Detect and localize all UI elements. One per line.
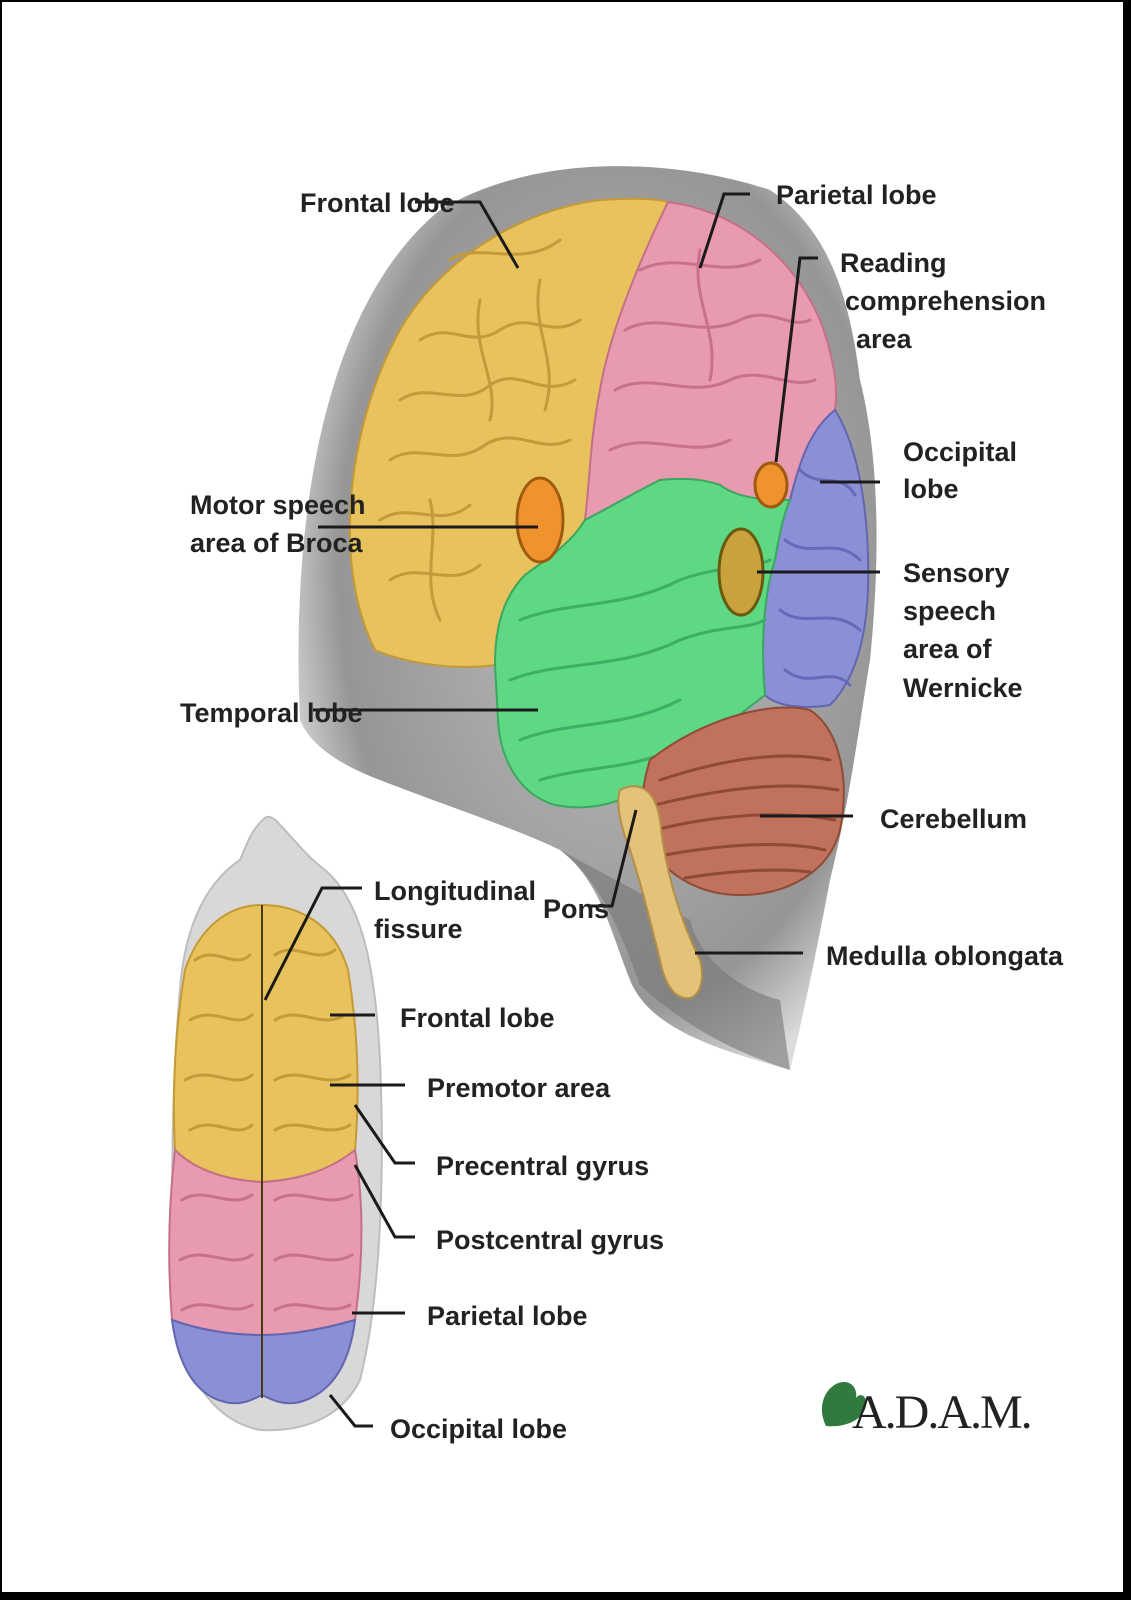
label-premotor-area: Premotor area: [427, 1073, 611, 1103]
label-occipital-1: Occipital: [903, 437, 1017, 467]
frontal-lobe-top: [172, 903, 359, 1184]
label-postcentral-gyrus: Postcentral gyrus: [436, 1225, 664, 1255]
frontal-top-gyri: [183, 948, 352, 1132]
label-broca-1: Motor speech: [190, 490, 366, 520]
wernicke-area-spot: [717, 527, 765, 617]
label-top-frontal-lobe: Frontal lobe: [400, 1003, 555, 1033]
side-view: [298, 166, 880, 1070]
label-parietal-lobe: Parietal lobe: [776, 180, 937, 210]
frontal-gyri: [378, 238, 582, 622]
label-temporal-lobe: Temporal lobe: [180, 698, 363, 728]
label-occipital-2: lobe: [903, 474, 959, 504]
label-wernicke-4: Wernicke: [903, 673, 1023, 703]
parietal-top-gyri: [178, 1193, 354, 1312]
label-precentral-gyrus: Precentral gyrus: [436, 1151, 649, 1181]
label-wernicke-3: area of: [903, 634, 993, 664]
label-medulla: Medulla oblongata: [826, 941, 1064, 971]
adam-logo: A.D.A.M.: [821, 1381, 1033, 1439]
top-view: [168, 815, 415, 1432]
label-reading-3: area: [856, 324, 913, 354]
label-top-parietal-lobe: Parietal lobe: [427, 1301, 588, 1331]
label-wernicke-1: Sensory: [903, 558, 1010, 588]
label-wernicke-2: speech: [903, 596, 996, 626]
label-longitudinal-2: fissure: [374, 914, 463, 944]
leaf-icon: [821, 1381, 867, 1427]
label-cerebellum: Cerebellum: [880, 804, 1027, 834]
brainstem: [617, 785, 703, 1000]
label-reading-1: Reading: [840, 248, 947, 278]
side-view-leaders: [313, 192, 880, 955]
broca-area-spot: [515, 476, 565, 564]
label-frontal-lobe: Frontal lobe: [300, 188, 455, 218]
label-top-occipital-lobe: Occipital lobe: [390, 1414, 567, 1444]
label-pons: Pons: [543, 894, 609, 924]
label-broca-2: area of Broca: [190, 528, 364, 558]
top-view-leaders: [263, 886, 415, 1428]
cerebellum-folia: [653, 754, 840, 880]
label-reading-2: comprehension: [845, 286, 1046, 316]
logo-text: A.D.A.M.: [852, 1386, 1031, 1439]
label-longitudinal-1: Longitudinal: [374, 876, 536, 906]
reading-area-spot: [753, 461, 789, 509]
